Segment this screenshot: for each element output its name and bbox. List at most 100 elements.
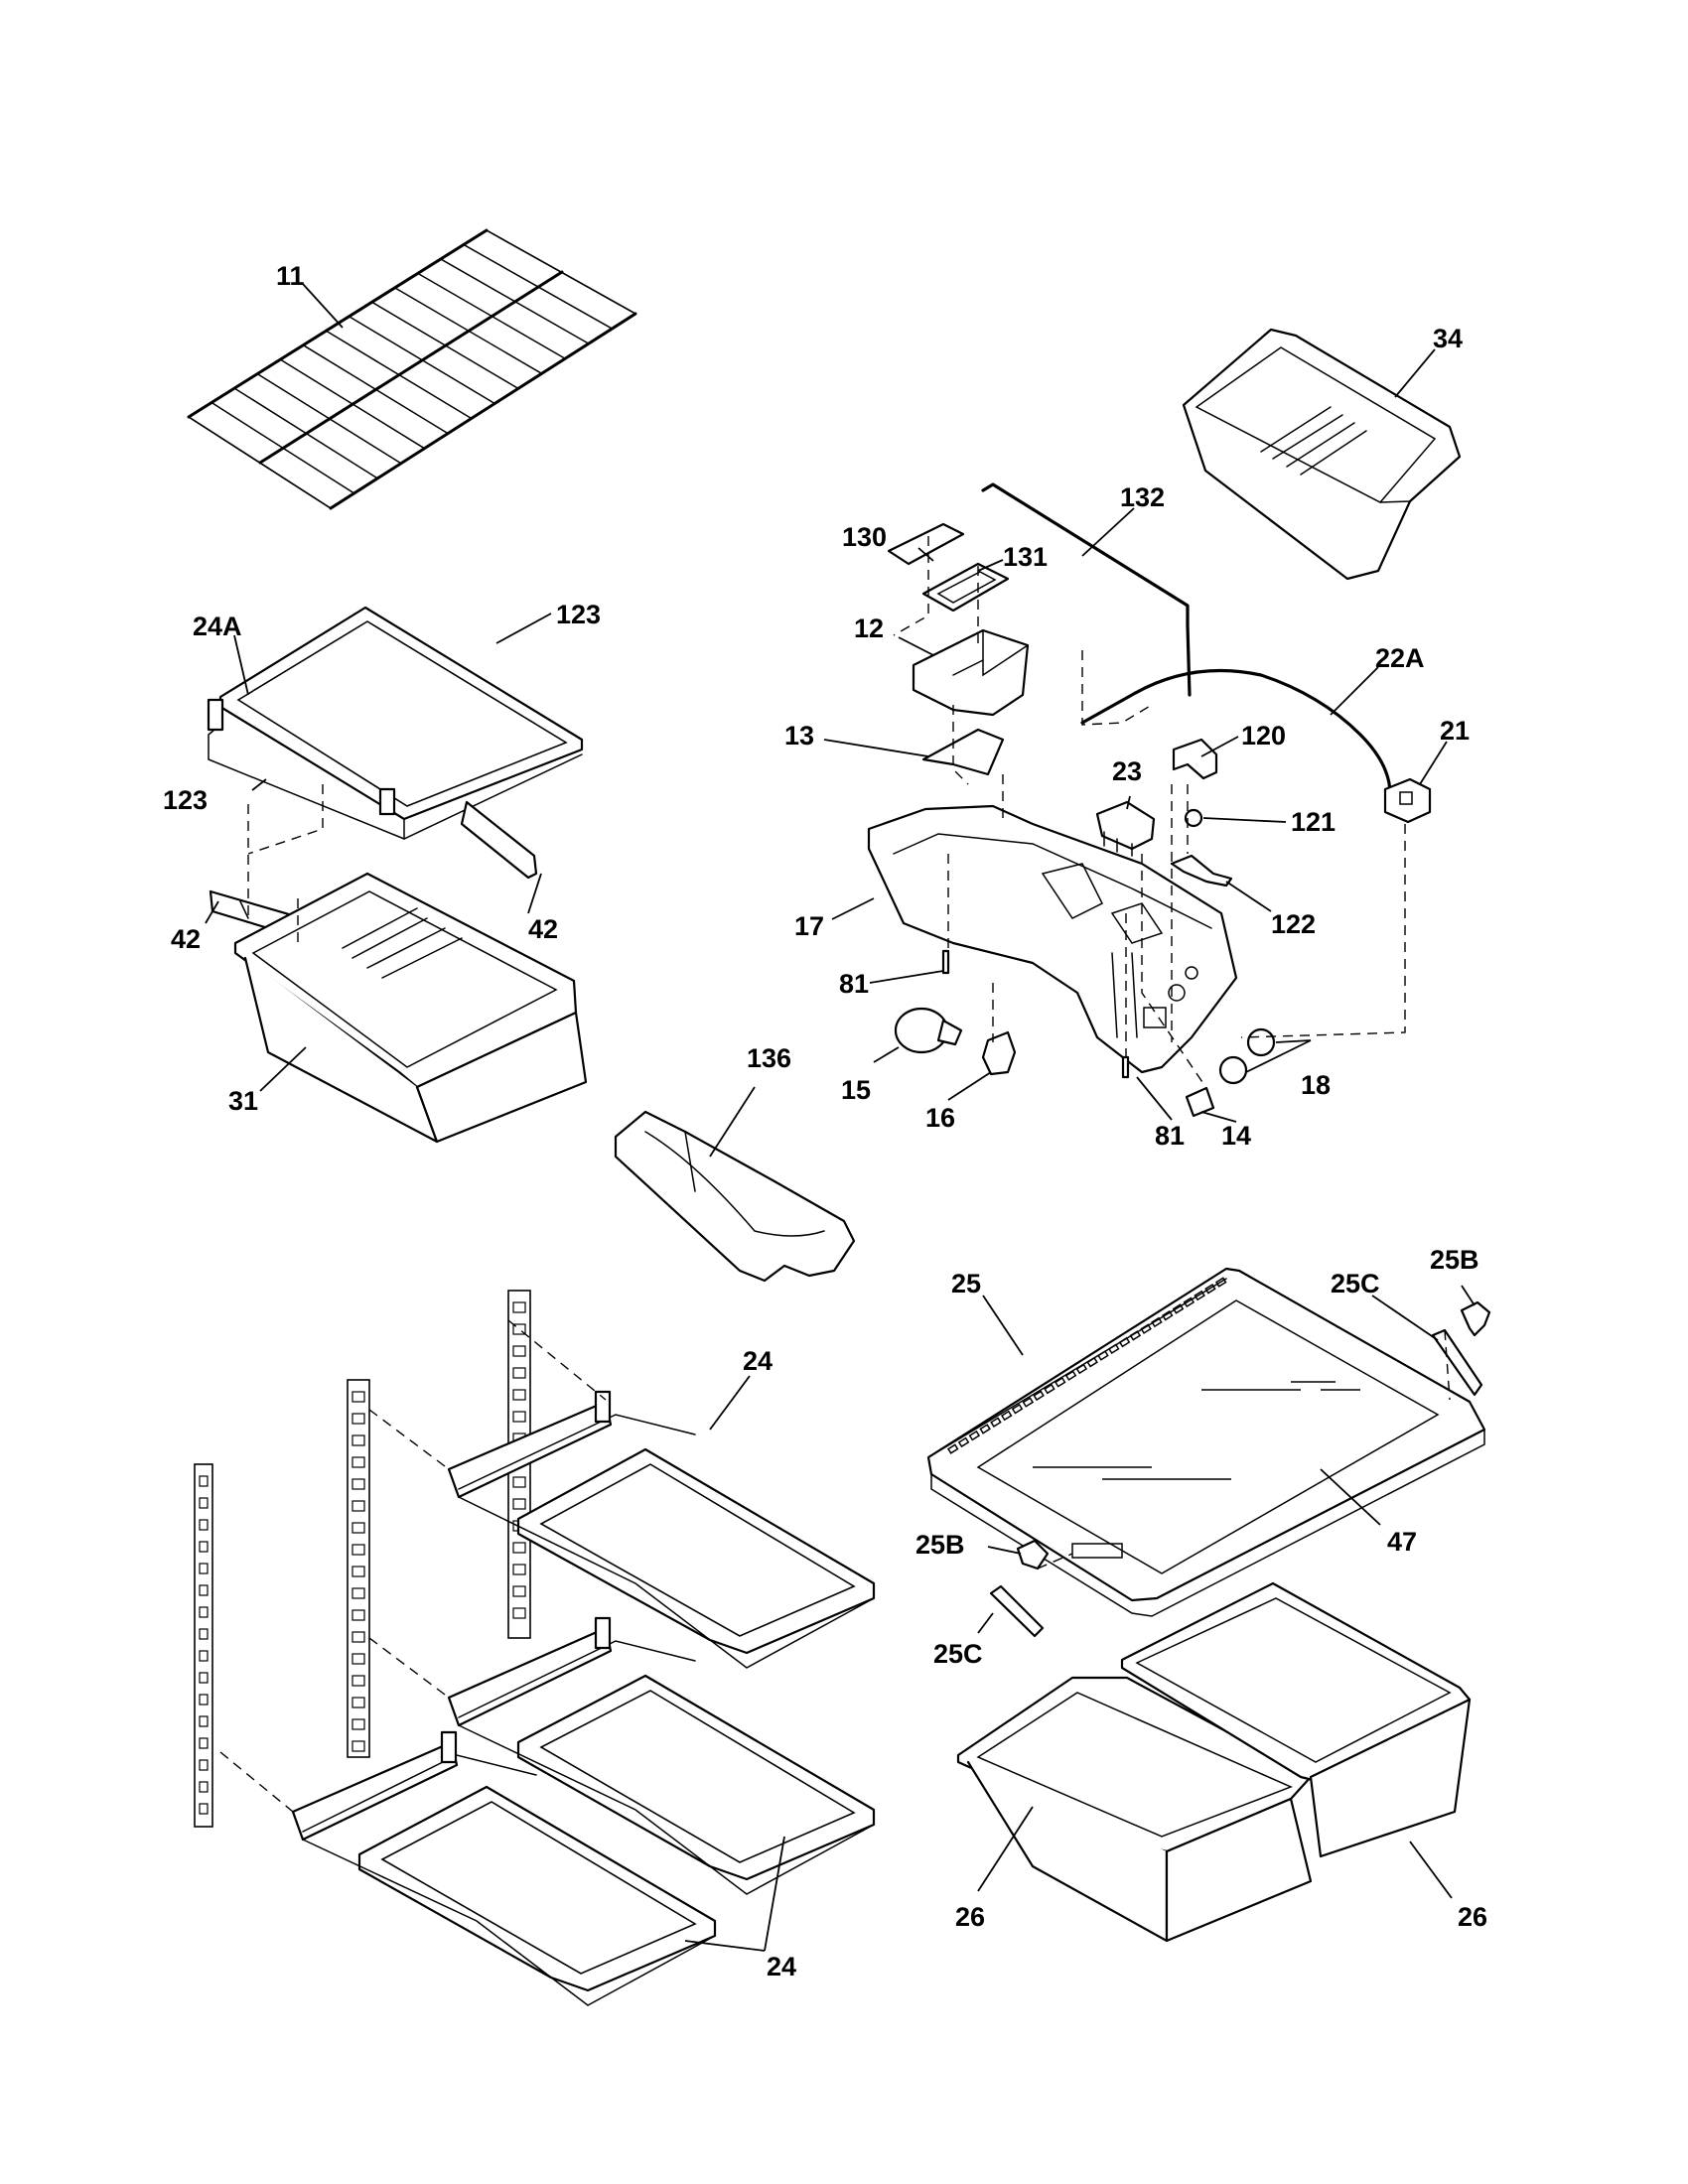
rail-slot — [199, 1803, 209, 1815]
vent-slot — [1194, 1290, 1205, 1301]
vent-slot — [1022, 1397, 1035, 1408]
callout-18: 18 — [1301, 1070, 1331, 1100]
callout-81-top: 81 — [839, 969, 869, 999]
rail-slot — [352, 1413, 365, 1425]
part-25B-top-clip — [1460, 1300, 1491, 1337]
part-13-deflector — [921, 728, 1005, 776]
callout-130: 130 — [842, 522, 887, 552]
vent-slot — [1044, 1383, 1055, 1395]
callout-31: 31 — [228, 1086, 258, 1116]
part-17-control-housing — [867, 804, 1238, 1074]
vent-slot — [1183, 1297, 1196, 1308]
rail-slot — [199, 1584, 209, 1596]
rail-slot — [512, 1607, 526, 1619]
rail-slot — [512, 1564, 526, 1575]
callout-25: 25 — [951, 1269, 981, 1298]
vent-slot — [1151, 1316, 1163, 1328]
vent-slot — [1000, 1410, 1013, 1422]
part-11-wire-shelf — [187, 228, 637, 510]
callout-81-bottom: 81 — [1155, 1121, 1185, 1151]
callout-123-left: 123 — [163, 785, 208, 815]
rail-slot — [199, 1541, 209, 1553]
rail-slot — [199, 1475, 209, 1487]
callout-42-right: 42 — [528, 914, 558, 944]
part-81-screw-bottom — [1121, 1055, 1130, 1079]
rail-slot — [352, 1609, 365, 1621]
vent-slot — [1140, 1323, 1152, 1334]
vent-slot — [1204, 1284, 1216, 1295]
part-34-storage-bin — [1182, 328, 1462, 581]
callout-25B-top: 25B — [1430, 1245, 1479, 1275]
rail-slot — [199, 1715, 209, 1727]
part-81-screw-top — [941, 949, 950, 975]
rail-slot — [512, 1345, 526, 1357]
part-12-light-housing — [912, 628, 1030, 717]
callout-15: 15 — [841, 1075, 871, 1105]
part-31-crisper-drawer — [233, 872, 588, 1144]
part-25-glass-shelf — [926, 1267, 1486, 1617]
callout-26-left: 26 — [955, 1902, 985, 1932]
rail-slot — [199, 1650, 209, 1662]
shelf-wire-bar — [302, 343, 449, 435]
callout-131: 131 — [1003, 542, 1048, 572]
rail-slot — [352, 1697, 365, 1708]
shelf-wire-bar — [393, 287, 543, 375]
rail-slot — [512, 1389, 526, 1401]
callout-26-right: 26 — [1458, 1902, 1487, 1932]
rail-slot — [199, 1628, 209, 1640]
part-130-bracket — [887, 522, 965, 566]
part-25C-top-bracket — [1431, 1328, 1483, 1397]
shelf-wire-bar — [188, 416, 332, 509]
rail-slot — [199, 1781, 209, 1793]
callout-24-top: 24 — [743, 1346, 773, 1376]
rail-slot — [512, 1585, 526, 1597]
callout-24-bottom: 24 — [767, 1952, 796, 1981]
part-26-pan-right — [1120, 1581, 1472, 1858]
rail-slot — [512, 1476, 526, 1488]
shelf-wire-bar — [440, 258, 590, 344]
part-25B-bottom-clip — [1016, 1539, 1050, 1570]
shelf-wire-bar — [486, 229, 636, 315]
rail-slot — [512, 1498, 526, 1510]
vent-slot — [1129, 1330, 1142, 1341]
part-24-shelf-upper — [447, 1390, 876, 1669]
vent-slot — [1011, 1403, 1024, 1415]
vent-slot — [1214, 1277, 1227, 1288]
shelf-wire-bar — [417, 272, 566, 359]
part-131-light-cover — [921, 562, 1010, 613]
vent-slot — [1161, 1309, 1174, 1321]
part-22A-cable — [1080, 668, 1392, 796]
vent-slot — [979, 1424, 991, 1434]
rail-slot — [512, 1367, 526, 1379]
part-21-connector — [1383, 777, 1432, 824]
shelf-wire-bar — [348, 316, 496, 405]
callout-42-left: 42 — [171, 924, 201, 954]
rail-slot — [352, 1522, 365, 1534]
shelf-support-rails — [194, 1290, 531, 1828]
callout-136: 136 — [747, 1043, 791, 1073]
callout-25C-top: 25C — [1331, 1269, 1380, 1298]
callout-132: 132 — [1120, 482, 1165, 512]
part-26-pan-left — [956, 1676, 1313, 1943]
leader-lines — [205, 283, 1476, 1952]
callout-labels: 11 34 132 130 131 24A 123 12 22A 21 13 1… — [163, 261, 1487, 1981]
callout-23: 23 — [1112, 756, 1142, 786]
callout-25C-bottom: 25C — [933, 1639, 983, 1669]
part-14-switch — [1185, 1086, 1215, 1118]
vent-slot — [1075, 1363, 1088, 1375]
vent-slot — [957, 1436, 970, 1448]
part-122-spring-clip — [1170, 854, 1233, 887]
rail-slot — [512, 1301, 526, 1313]
rail-slot — [352, 1631, 365, 1643]
rail-slot — [352, 1740, 365, 1752]
vent-slot — [968, 1430, 981, 1441]
shelf-wire-bar — [256, 372, 402, 465]
callout-11: 11 — [276, 261, 305, 291]
callout-120: 120 — [1241, 721, 1286, 751]
rail-slot — [352, 1391, 365, 1403]
callout-47: 47 — [1387, 1527, 1417, 1557]
vent-slot — [946, 1443, 959, 1454]
rail-slot — [199, 1563, 209, 1574]
part-18-knobs — [1218, 1027, 1276, 1085]
